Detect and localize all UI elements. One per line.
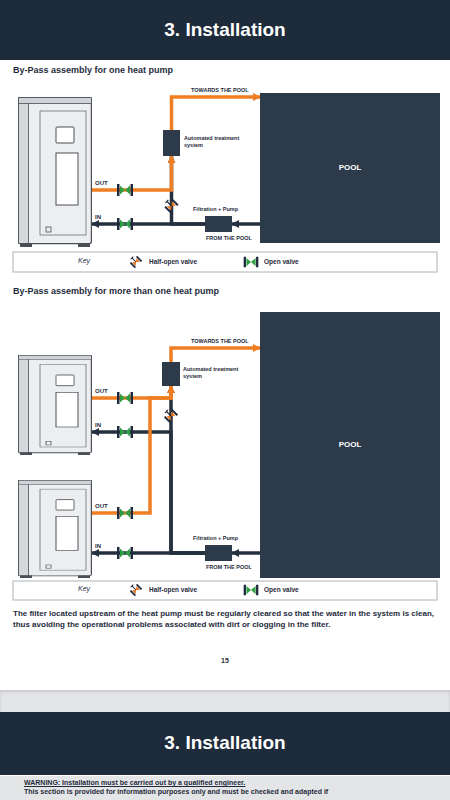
treatment-box: Automated treatment system bbox=[162, 362, 180, 386]
warning-text: This section is provided for information… bbox=[24, 788, 442, 797]
open-valve bbox=[244, 585, 259, 596]
port-label: OUT bbox=[95, 388, 108, 395]
open-valve-icon bbox=[243, 255, 259, 269]
half-open-valve-icon bbox=[128, 255, 144, 269]
box-label: Filtration + Pump bbox=[193, 206, 238, 213]
legend-text: Open valve bbox=[264, 586, 299, 594]
open-valve bbox=[117, 547, 133, 559]
legend-text: Half-open valve bbox=[149, 586, 197, 594]
legend-item: Half-open valve bbox=[128, 255, 197, 269]
half-open-valve bbox=[162, 407, 178, 423]
legend-text: Open valve bbox=[264, 258, 299, 266]
section-heading: By-Pass assembly for one heat pump bbox=[13, 65, 173, 76]
port-label: IN bbox=[95, 214, 101, 221]
heat-pump-unit bbox=[19, 355, 92, 455]
header-bar: 3. Installation bbox=[0, 0, 450, 60]
pipe-label: TOWARDS THE POOL bbox=[190, 338, 250, 345]
box-label: Automated treatment system bbox=[183, 366, 247, 379]
section-heading: By-Pass assembly for more than one heat … bbox=[13, 286, 219, 297]
legend-item: Open valve bbox=[243, 255, 299, 269]
note-paragraph: The filter located upstream of the heat … bbox=[13, 608, 437, 630]
page-gap bbox=[0, 690, 450, 712]
port-label: OUT bbox=[95, 503, 108, 510]
box-label: Automated treatment system bbox=[184, 135, 248, 148]
cold-pipe bbox=[232, 222, 260, 226]
key-title: Key bbox=[78, 585, 90, 593]
open-valve bbox=[117, 507, 133, 519]
open-valve-icon bbox=[243, 583, 259, 597]
pool-label: POOL bbox=[339, 440, 362, 450]
hot-pipe bbox=[92, 386, 171, 513]
legend-text: Half-open valve bbox=[149, 258, 197, 266]
box-label: Filtration + Pump bbox=[193, 535, 238, 542]
cold-pipe bbox=[172, 156, 206, 224]
port-label: IN bbox=[95, 543, 101, 550]
half-open-valve bbox=[163, 197, 179, 213]
open-valve bbox=[117, 218, 133, 230]
pool-label: POOL bbox=[339, 163, 362, 173]
page-title: 3. Installation bbox=[0, 731, 450, 754]
half-open-valve bbox=[128, 255, 142, 268]
heat-pump: OUTIN bbox=[18, 355, 92, 455]
open-valve bbox=[117, 426, 133, 438]
pipe-label: FROM THE POOL bbox=[205, 564, 253, 571]
pipe-group bbox=[92, 97, 260, 553]
heat-pump-unit bbox=[19, 98, 92, 247]
pipe-label: TOWARDS THE POOL bbox=[190, 87, 250, 94]
hot-pipe bbox=[171, 348, 260, 362]
hot-pipe bbox=[172, 97, 261, 130]
open-valve bbox=[117, 184, 133, 196]
legend-item: Half-open valve bbox=[128, 583, 197, 597]
warning-text: WARNING: Installation must be carried ou… bbox=[24, 779, 442, 788]
half-open-valve-icon bbox=[128, 583, 144, 597]
pipe-label: FROM THE POOL bbox=[205, 235, 253, 242]
warning-band: WARNING: Installation must be carried ou… bbox=[0, 776, 450, 800]
key-box bbox=[13, 252, 437, 272]
cold-pipe bbox=[232, 551, 260, 555]
port-label: OUT bbox=[95, 180, 108, 187]
half-open-valve bbox=[128, 583, 142, 596]
heat-pump: OUTIN bbox=[18, 480, 92, 578]
cold-pipe bbox=[171, 386, 205, 553]
filtration-box: Filtration + Pump bbox=[205, 216, 232, 232]
heat-pump-unit bbox=[19, 480, 92, 578]
pool-box: POOL bbox=[260, 312, 440, 578]
port-label: IN bbox=[95, 422, 101, 429]
treatment-box: Automated treatment system bbox=[163, 130, 180, 156]
page-title: 3. Installation bbox=[164, 19, 285, 41]
key-title: Key bbox=[78, 257, 90, 265]
open-valve bbox=[244, 257, 259, 268]
filtration-box: Filtration + Pump bbox=[205, 545, 232, 561]
key-box bbox=[13, 581, 437, 600]
heat-pump: OUTIN bbox=[18, 97, 92, 247]
pool-box: POOL bbox=[260, 93, 440, 243]
open-valve bbox=[117, 392, 133, 404]
page-number: 15 bbox=[0, 657, 450, 665]
legend-item: Open valve bbox=[243, 583, 299, 597]
